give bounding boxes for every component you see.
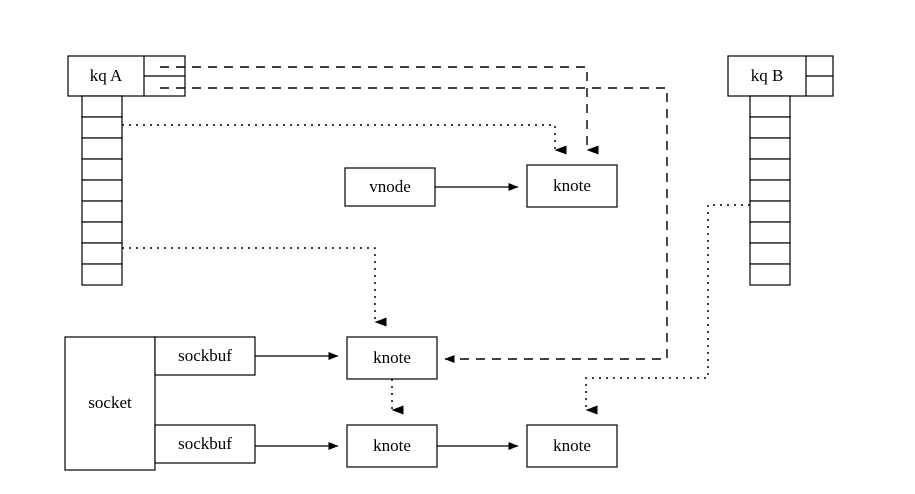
knote-bot-left-group: knote [346,424,438,468]
knote-mid-left-label: knote [373,348,411,367]
kq-a-slot-5 [81,179,123,202]
knote-bot-right-label: knote [553,436,591,455]
knote-bot-right-box [526,424,618,468]
edge-kq-a-list-to-knote-top [122,124,567,155]
kq-a-slot-column [81,95,123,286]
kq-a-group: kq A [67,55,186,286]
kq-b-slot-4 [749,158,791,181]
knote-mid-left-box [346,336,438,380]
socket-label: socket [88,393,132,412]
edge-kq-b-list-to-knote-bot-right [585,204,750,415]
kq-b-group: kq B [727,55,834,286]
edge-kq-a-list-to-knote-mid-left [122,247,387,327]
edge-kq-a-slot2-to-knote-mid-left [160,87,668,363]
kq-b-slot-8 [749,242,791,265]
kq-b-slot-5 [749,179,791,202]
kq-b-slot-7 [749,221,791,244]
kq-a-slot-4 [81,158,123,181]
socket-box [64,336,156,471]
kq-b-slot-1 [749,95,791,118]
vnode-box [344,167,436,207]
kq-a-slot-3 [81,137,123,160]
kq-b-slot-3 [749,137,791,160]
kq-a-slot-6 [81,200,123,223]
knote-bot-left-box [346,424,438,468]
knote-mid-left-group: knote [346,336,438,380]
vnode-group: vnode [344,167,436,207]
knote-bot-right-group: knote [526,424,618,468]
sockbuf-lower-box [154,424,256,464]
kq-a-slot-8 [81,242,123,265]
knote-bot-left-label: knote [373,436,411,455]
kq-a-slot-7 [81,221,123,244]
knote-top-label: knote [553,176,591,195]
kq-a-label: kq A [90,66,123,85]
kq-b-slot-9 [749,263,791,286]
kq-b-slot-6 [749,200,791,223]
kq-a-slot-1 [81,95,123,118]
kq-b-slot-column [749,95,791,286]
sockbuf-lower-label: sockbuf [178,434,232,453]
sockbuf-upper-label: sockbuf [178,346,232,365]
socket-group: socket sockbuf sockbuf [64,336,256,471]
vnode-label: vnode [369,177,411,196]
knote-top-group: knote [526,164,618,208]
kq-a-slot-9 [81,263,123,286]
edge-kq-a-slot1-to-knote-top [160,66,599,155]
knote-top-box [526,164,618,208]
kq-a-slot-2 [81,116,123,139]
kq-b-slot-2 [749,116,791,139]
kq-b-label: kq B [751,66,784,85]
